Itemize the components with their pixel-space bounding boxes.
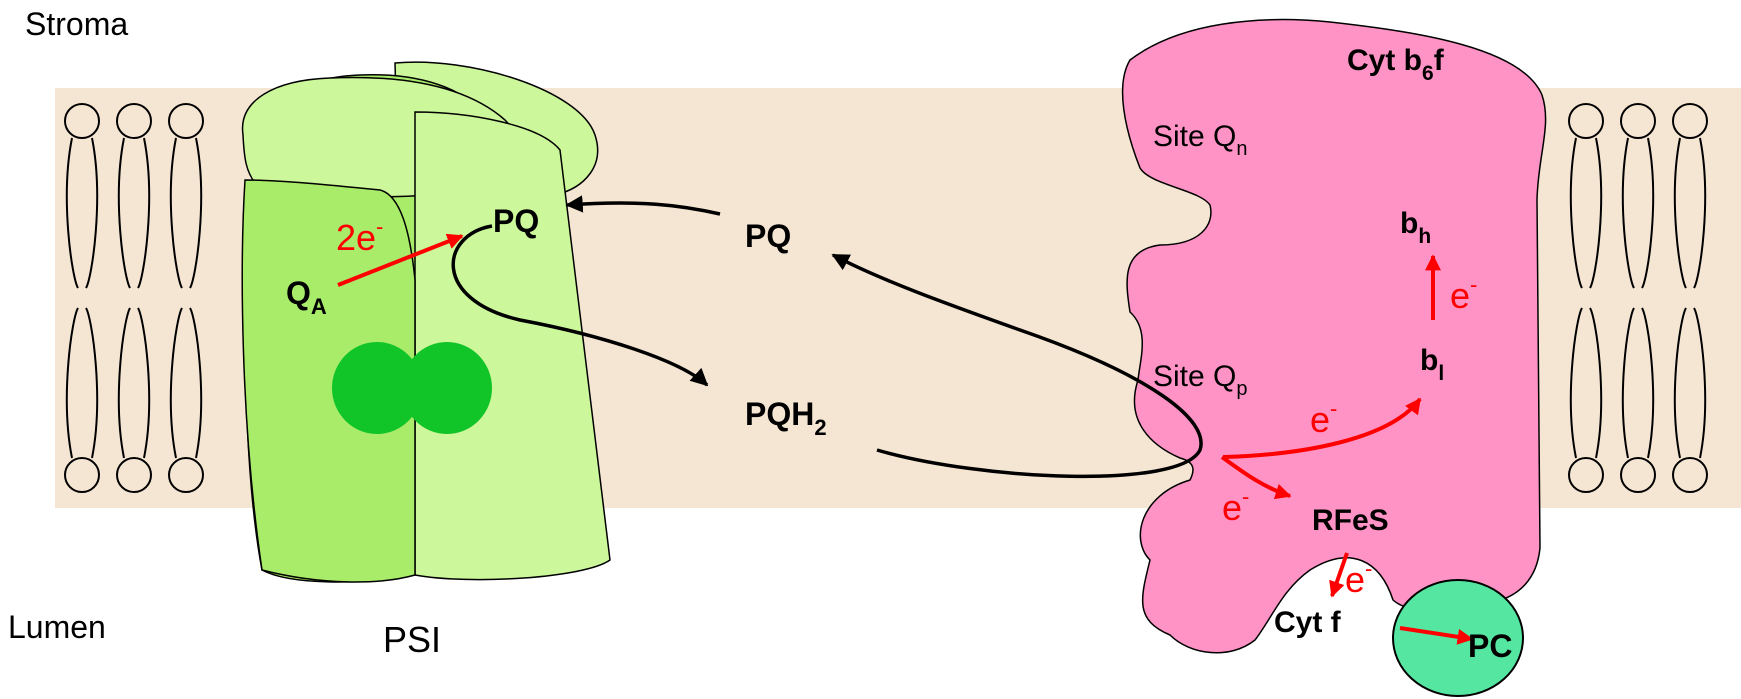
psi-complex: [241, 61, 611, 583]
rfes-to-cytf-electron-arrow: [1329, 552, 1349, 598]
qa-label: QA: [286, 275, 327, 319]
qa-to-pq-electron-arrow: [337, 233, 464, 287]
qp-to-rfes-electron-arrow: [1220, 455, 1292, 500]
two-electron-label: 2e-: [336, 214, 383, 258]
psi-label: PSI: [383, 619, 441, 660]
lumen-label: Lumen: [8, 609, 106, 645]
psi-reaction-center: [402, 342, 492, 434]
pqh2-label: PQH2: [745, 396, 827, 440]
pq-return-arrow: [565, 195, 721, 216]
bl-label: bl: [1420, 344, 1444, 385]
cytf-label: Cyt f: [1274, 606, 1342, 639]
electron-label-qp-bl: e-: [1310, 396, 1337, 440]
cyt-b6f-complex: [1121, 18, 1547, 654]
psi-core-left: [241, 179, 416, 583]
bh-label: bh: [1400, 207, 1431, 248]
pqh2-to-qp-arrow: [831, 253, 1203, 479]
site-qp-label: Site Qp: [1153, 360, 1248, 400]
electron-label-qp-rfes: e-: [1222, 484, 1249, 528]
psi-right-subunit: [414, 111, 611, 581]
site-qn-label: Site Qn: [1153, 120, 1248, 160]
pq-pool-label: PQ: [745, 218, 791, 254]
pq-psi-label: PQ: [493, 203, 539, 239]
rfes-label: RFeS: [1312, 504, 1389, 537]
psi-reaction-center: [332, 342, 422, 434]
electron-label-bl-bh: e-: [1450, 272, 1477, 316]
cyt-b6f-label: Cyt b6f: [1347, 44, 1445, 85]
cytf-to-pc-electron-arrow: [1399, 626, 1474, 645]
stroma-label: Stroma: [25, 6, 128, 42]
electron-label-rfes-cytf: e-: [1345, 556, 1372, 600]
qp-to-bl-electron-arrow: [1222, 397, 1422, 459]
pc-label: PC: [1468, 628, 1512, 664]
